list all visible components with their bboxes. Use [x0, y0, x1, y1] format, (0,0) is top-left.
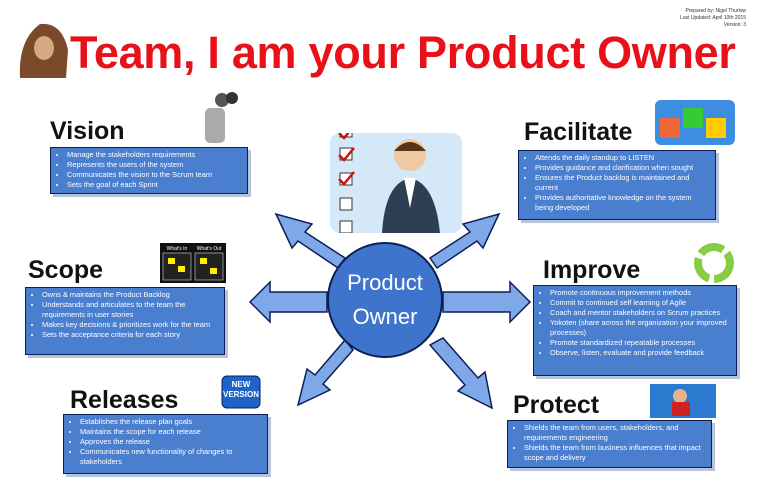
list-item: Shields the team from users, stakeholder…: [524, 423, 707, 443]
cycle-icon: [694, 243, 734, 283]
page-title: Team, I am your Product Owner: [70, 27, 736, 78]
binoculars-icon: [205, 92, 238, 143]
whats-in-label: What's In: [166, 246, 188, 252]
checklist-icon: [338, 133, 440, 233]
list-item: Manage the stakeholders requirements: [67, 150, 243, 160]
arrow-releases: [296, 338, 354, 407]
list-item: Provides authoritative knowledge on the …: [535, 193, 711, 213]
vision-box: Manage the stakeholders requirementsRepr…: [50, 147, 248, 194]
protect-box: Shields the team from users, stakeholder…: [507, 420, 712, 468]
product-owner-illustration: [330, 133, 462, 233]
list-item: Ensures the Product backlog is maintaine…: [535, 173, 711, 193]
new-version-icon: [221, 375, 261, 409]
releases-heading: Releases: [70, 386, 179, 414]
list-item: Observe, listen, evaluate and provide fe…: [550, 348, 732, 358]
list-item: Communicates the vision to the Scrum tea…: [67, 170, 243, 180]
document-meta: Prepared by: Nigel Thurlow Last Updated:…: [680, 8, 746, 29]
list-item: Shields the team from business influence…: [524, 443, 707, 463]
facilitate-box: Attends the daily standup to LISTENProvi…: [518, 150, 716, 220]
list-item: Provides guidance and clarification when…: [535, 163, 711, 173]
whats-out-label: What's Out: [196, 246, 222, 252]
improve-heading: Improve: [543, 256, 641, 284]
list-item: Promote standardized repeatable processe…: [550, 338, 732, 348]
list-item: Represents the users of the system: [67, 160, 243, 170]
improve-box: Promote continuous improvement methodsCo…: [533, 285, 737, 376]
facilitate-heading: Facilitate: [524, 118, 633, 146]
center-label-line1: Product: [347, 270, 423, 295]
last-updated: Last Updated: April 10th 2015: [680, 15, 746, 21]
scope-heading: Scope: [28, 256, 104, 284]
list-item: Sets the acceptance criteria for each st…: [42, 330, 220, 340]
list-item: Commit to continued self learning of Agi…: [550, 298, 732, 308]
protect-heading: Protect: [513, 391, 600, 419]
list-item: Owns & maintains the Product Backlog: [42, 290, 220, 300]
list-item: Attends the daily standup to LISTEN: [535, 153, 711, 163]
new-version-badge-label: NEW VERSION: [222, 380, 259, 399]
team-icon: [655, 100, 735, 145]
list-item: Understands and articulates to the team …: [42, 300, 220, 320]
list-item: Establishes the release plan goals: [80, 417, 263, 427]
list-item: Approves the release: [80, 437, 263, 447]
list-item: Maintains the scope for each release: [80, 427, 263, 437]
list-item: Yokoten (share across the organization y…: [550, 318, 732, 338]
whats-in-out-icon: [160, 243, 226, 283]
list-item: Communicates new functionality of change…: [80, 447, 263, 467]
superhero-icon: [650, 384, 716, 418]
arrow-protect: [428, 337, 494, 410]
list-item: Sets the goal of each Sprint: [67, 180, 243, 190]
arrow-facilitate: [428, 212, 501, 270]
arrow-improve: [442, 280, 532, 324]
list-item: Makes key decisions & prioritizes work f…: [42, 320, 220, 330]
product-owner-circle: Product Owner: [327, 242, 443, 358]
releases-box: Establishes the release plan goalsMainta…: [63, 414, 268, 474]
prepared-by: Prepared by: Nigel Thurlow: [685, 8, 747, 14]
list-item: Promote continuous improvement methods: [550, 288, 732, 298]
vision-heading: Vision: [50, 117, 125, 145]
monk-icon: [19, 23, 68, 78]
arrow-scope: [248, 280, 328, 324]
scope-box: Owns & maintains the Product BacklogUnde…: [25, 287, 225, 355]
center-label-line2: Owner: [352, 304, 418, 329]
list-item: Coach and mentor stakeholders on Scrum p…: [550, 308, 732, 318]
version: Version: 3: [723, 22, 746, 28]
arrow-vision: [274, 212, 347, 270]
